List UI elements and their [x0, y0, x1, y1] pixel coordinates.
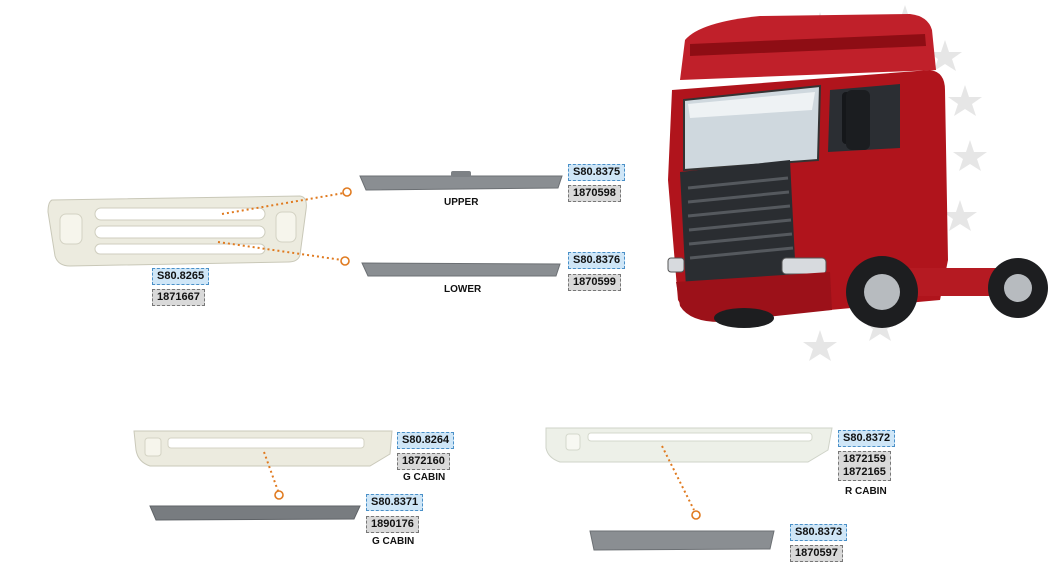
main-grille-oem-label: 1871667 — [152, 289, 205, 306]
r-cabin-insert-code-label: S80.8373 — [790, 524, 848, 541]
leader-line-upper — [221, 192, 345, 215]
g-cabin-insert-image — [149, 505, 361, 521]
upper-insert-image — [359, 171, 563, 191]
lower-insert-oem-label: 1870599 — [568, 274, 621, 291]
main-grille-image — [47, 195, 307, 267]
g-cabin-panel-oem-label: 1872160 — [397, 453, 450, 470]
lower-insert-image — [361, 262, 561, 277]
leader-dot-r-cabin — [691, 510, 701, 520]
r-cabin-insert-oem-label: 1870597 — [790, 545, 843, 562]
leader-dot-upper — [342, 187, 352, 197]
r-cabin-panel-oem-label: 1872159 1872165 — [838, 451, 891, 481]
upper-insert-code-label: S80.8375 — [568, 164, 626, 181]
r-cabin-panel-image — [545, 427, 833, 463]
g-cabin-insert-oem-label: 1890176 — [366, 516, 419, 533]
g-cabin-panel-caption: G CABIN — [403, 472, 446, 483]
g-cabin-insert-caption: G CABIN — [372, 536, 415, 547]
leader-dot-g-cabin — [274, 490, 284, 500]
truck-grille-bars — [687, 176, 794, 260]
upper-insert-caption: UPPER — [444, 197, 479, 208]
main-grille-code-label: S80.8265 — [152, 268, 210, 285]
r-cabin-panel-caption: R CABIN — [845, 486, 887, 497]
g-cabin-panel-image — [133, 430, 393, 467]
upper-insert-oem-label: 1870598 — [568, 185, 621, 202]
r-cabin-panel-code-label: S80.8372 — [838, 430, 896, 447]
leader-line-lower — [217, 241, 343, 261]
g-cabin-panel-code-label: S80.8264 — [397, 432, 455, 449]
leader-line-r-cabin — [661, 445, 695, 511]
r-cabin-panel-oem-2: 1872165 — [843, 466, 886, 478]
leader-line-g-cabin — [263, 451, 279, 492]
g-cabin-insert-code-label: S80.8371 — [366, 494, 424, 511]
r-cabin-insert-image — [589, 530, 775, 551]
leader-dot-lower — [340, 256, 350, 266]
truck-image — [667, 5, 1048, 361]
r-cabin-panel-oem-1: 1872159 — [843, 453, 886, 465]
lower-insert-code-label: S80.8376 — [568, 252, 626, 269]
lower-insert-caption: LOWER — [444, 284, 482, 295]
